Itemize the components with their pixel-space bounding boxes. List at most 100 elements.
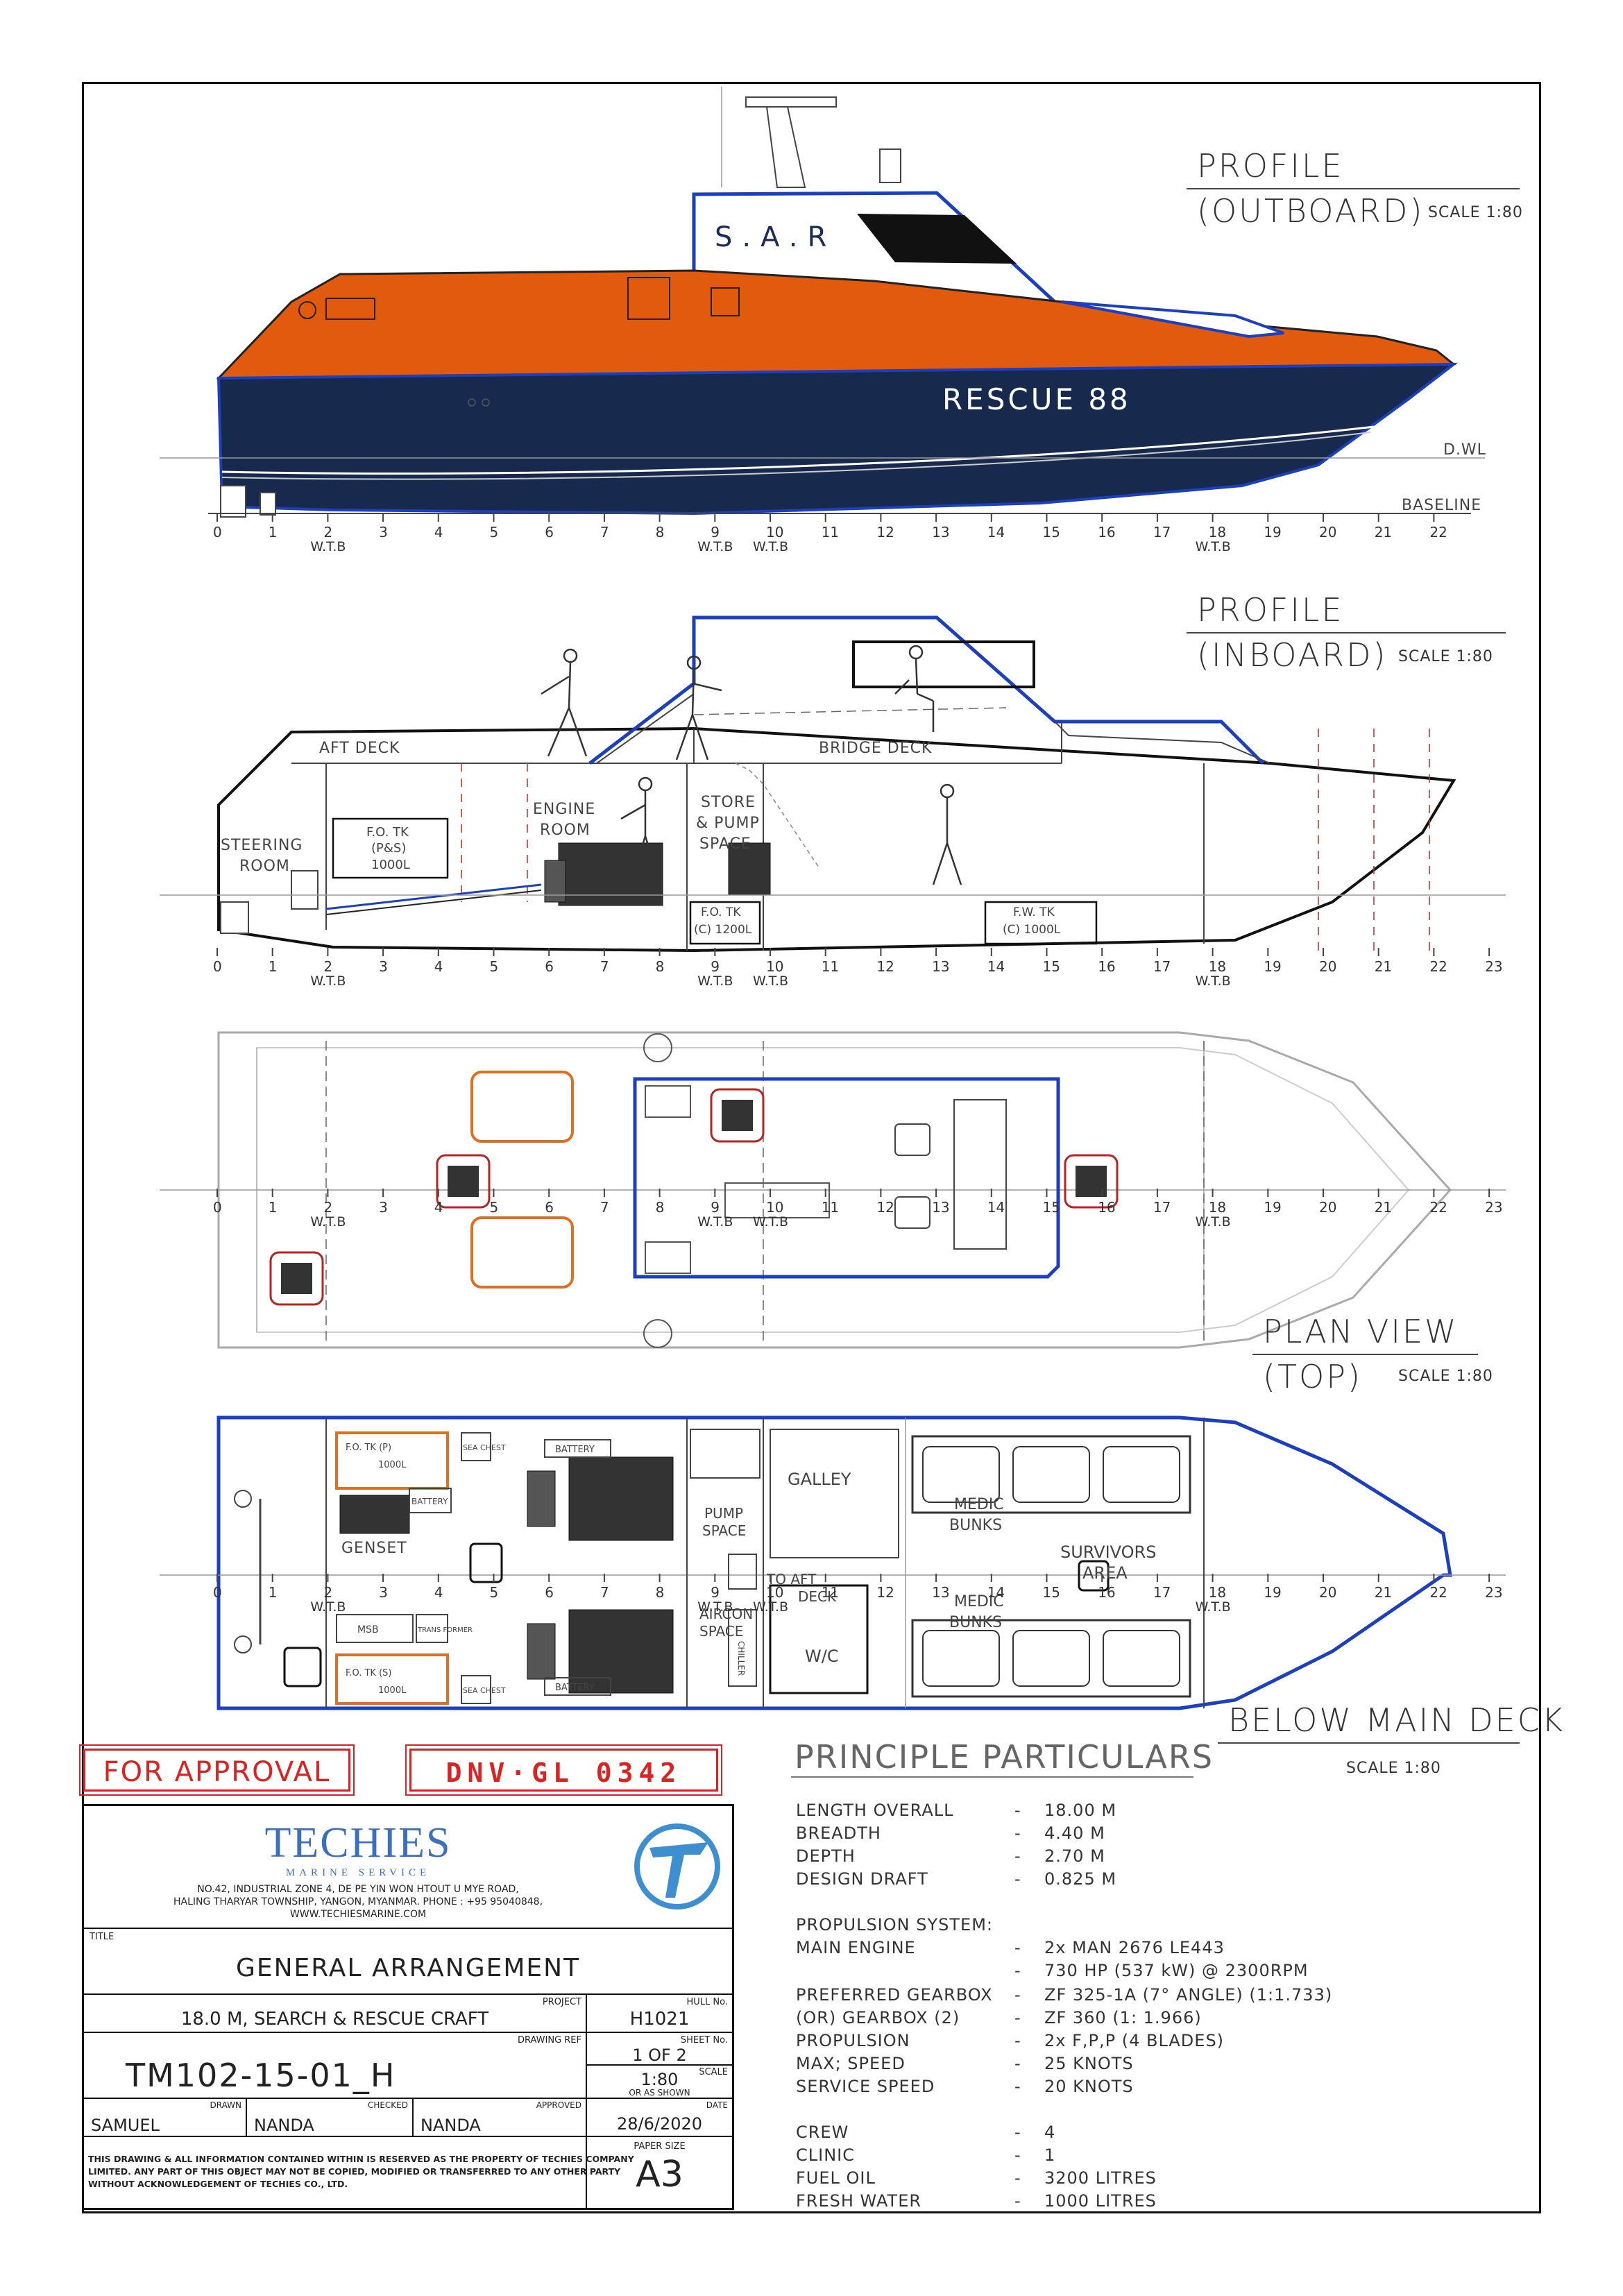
frame-number-12: 12 — [876, 1199, 894, 1216]
aircon-label-1: AIRCON — [699, 1606, 753, 1622]
particular-dash: - — [1014, 2168, 1021, 2188]
to-aft-deck-label-2: DECK — [798, 1588, 837, 1605]
frame-number-4: 4 — [434, 524, 443, 541]
inboard-title-2: (INBOARD) — [1197, 636, 1387, 674]
frame-number-2: 2 — [323, 524, 332, 541]
frame-number-18: 18 — [1209, 1584, 1226, 1601]
particular-dash: - — [1014, 2054, 1021, 2073]
sheet-label: SHEET No. — [680, 2035, 728, 2046]
sea-chest-p-label: SEA CHEST — [463, 1443, 506, 1452]
frame-number-16: 16 — [1098, 524, 1115, 541]
paper-size-value: A3 — [636, 2154, 683, 2195]
frame-number-13: 13 — [932, 1584, 949, 1601]
wtb-label: W.T.B — [753, 1599, 788, 1615]
disclaimer-line-3: WITHOUT ACKNOWLEDGEMENT OF TECHIES CO., … — [88, 2179, 348, 2189]
frame-number-7: 7 — [600, 524, 609, 541]
particular-key: BREADTH — [796, 1823, 881, 1843]
company-address-2: HALING THARYAR TOWNSHIP, YANGON, MYANMAR… — [173, 1896, 543, 1907]
frame-number-9: 9 — [711, 1199, 720, 1216]
particular-dash: - — [1014, 1985, 1021, 2005]
frame-number-18: 18 — [1209, 1199, 1226, 1216]
particular-value: 0.825 M — [1044, 1869, 1117, 1889]
plan-title-2: (TOP) — [1263, 1358, 1362, 1395]
frame-number-5: 5 — [490, 1584, 499, 1601]
frame-number-2: 2 — [323, 1199, 332, 1216]
pump-space-label-1: PUMP — [704, 1505, 743, 1522]
particular-dash: - — [1014, 2008, 1021, 2027]
drawing-sheet-border — [82, 82, 1541, 2213]
paper-size-cell: PAPER SIZE A3 — [587, 2137, 732, 2208]
frame-number-15: 15 — [1043, 1584, 1060, 1601]
frame-number-2: 2 — [323, 1584, 332, 1601]
frame-number-10: 10 — [766, 1199, 783, 1216]
particular-key: MAIN ENGINE — [796, 1938, 916, 1957]
title-label: TITLE — [90, 1932, 114, 1942]
particular-value: 1000 LITRES — [1044, 2191, 1157, 2211]
particular-value: 2.70 M — [1044, 1846, 1105, 1866]
frame-number-7: 7 — [600, 1199, 609, 1216]
particular-key: LENGTH OVERALL — [796, 1801, 954, 1820]
wtb-label: W.T.B — [697, 1214, 733, 1230]
plan-title-1: PLAN VIEW — [1263, 1313, 1459, 1350]
frame-number-19: 19 — [1264, 1199, 1281, 1216]
fo-tank-s-volume: 1000L — [378, 1685, 407, 1696]
steering-room-label-1: STEERING — [221, 837, 303, 854]
fw-tank-label-2: (C) 1000L — [1003, 923, 1061, 937]
particular-key: MAX; SPEED — [796, 2054, 906, 2073]
principle-particulars-title: PRINCIPLE PARTICULARS — [794, 1738, 1214, 1776]
frame-number-10: 10 — [766, 958, 783, 975]
frame-number-16: 16 — [1098, 1584, 1115, 1601]
frame-number-4: 4 — [434, 958, 443, 975]
fo-tank-s-label: F.O. TK (S) — [346, 1668, 392, 1678]
class-stamp: DNV·GL 0342 — [405, 1744, 722, 1796]
pump-space-label-2: SPACE — [702, 1522, 746, 1539]
approved-cell: APPROVED NANDA — [414, 2099, 587, 2136]
company-logo-icon — [634, 1823, 720, 1910]
wtb-label: W.T.B — [753, 539, 788, 554]
hull-text: RESCUE 88 — [942, 382, 1131, 416]
frame-number-9: 9 — [711, 524, 720, 541]
frame-number-22: 22 — [1429, 1199, 1447, 1216]
frame-number-20: 20 — [1319, 1199, 1336, 1216]
sheet-value: 1 OF 2 — [632, 2046, 687, 2065]
particular-value: ZF 360 (1: 1.966) — [1044, 2008, 1202, 2027]
frame-number-4: 4 — [434, 1584, 443, 1601]
battery-genset-label: BATTERY — [411, 1497, 448, 1506]
frame-number-0: 0 — [213, 1199, 222, 1216]
company-sub: MARINE SERVICE — [285, 1867, 431, 1878]
frame-number-8: 8 — [656, 524, 665, 541]
wtb-label: W.T.B — [310, 539, 346, 554]
frame-number-1: 1 — [269, 958, 278, 975]
sea-chest-s-label: SEA CHEST — [463, 1686, 506, 1695]
paper-size-label: PAPER SIZE — [634, 2141, 686, 2152]
frame-number-1: 1 — [269, 524, 278, 541]
frame-number-3: 3 — [379, 524, 388, 541]
frame-number-19: 19 — [1264, 524, 1281, 541]
to-aft-deck-label-1: TO AFT — [766, 1571, 817, 1588]
survivors-label-2: AREA — [1082, 1563, 1128, 1583]
frame-number-16: 16 — [1098, 958, 1115, 975]
store-label-1: STORE — [701, 794, 756, 811]
disclaimer-line-2: LIMITED. ANY PART OF THIS OBJECT MAY NOT… — [88, 2166, 621, 2177]
frame-number-6: 6 — [545, 1199, 554, 1216]
frame-number-9: 9 — [711, 1584, 720, 1601]
frame-number-3: 3 — [379, 1584, 388, 1601]
fo-center-tank-label-1: F.O. TK — [701, 905, 741, 919]
frame-number-5: 5 — [490, 524, 499, 541]
outboard-title-1: PROFILE — [1197, 147, 1344, 185]
particular-value: 4.40 M — [1044, 1823, 1105, 1843]
checked-value: NANDA — [254, 2116, 314, 2135]
frame-number-18: 18 — [1209, 958, 1226, 975]
company-name: TECHIES — [264, 1819, 452, 1866]
battery-s-label: BATTERY — [555, 1683, 595, 1693]
wtb-label: W.T.B — [1196, 539, 1231, 554]
frame-number-14: 14 — [987, 1199, 1005, 1216]
frame-number-12: 12 — [876, 958, 894, 975]
particular-dash: - — [1014, 1869, 1021, 1889]
frame-number-20: 20 — [1319, 1584, 1336, 1601]
particular-dash: - — [1014, 1961, 1021, 1980]
